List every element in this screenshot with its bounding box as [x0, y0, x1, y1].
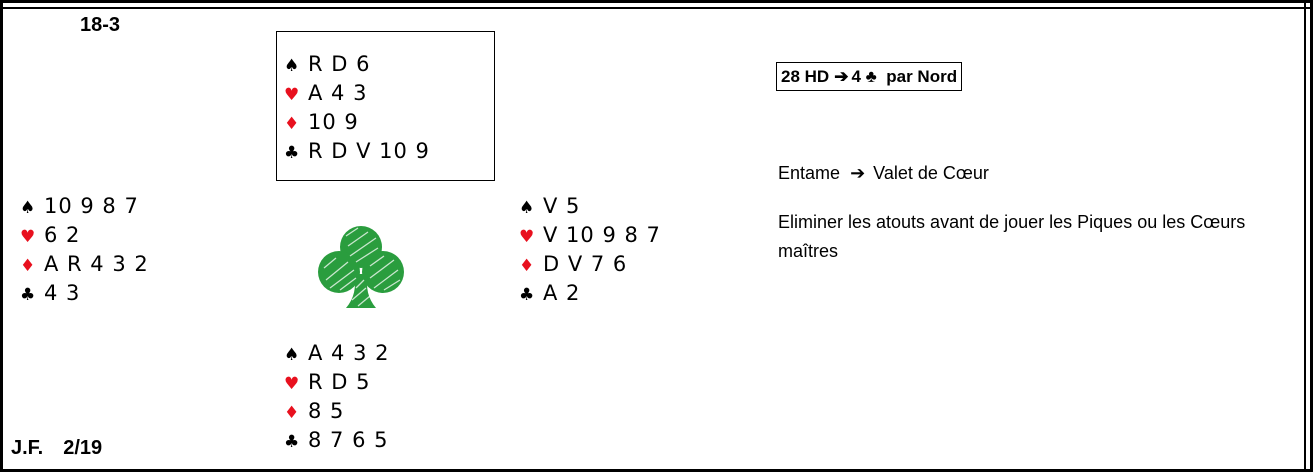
east-spades-row: ♠ V 5 [519, 192, 661, 221]
north-clubs: R D V 10 9 [308, 139, 430, 163]
contract-declarer: par Nord [886, 67, 958, 86]
east-diamonds-row: ♦ D V 7 6 [519, 250, 661, 279]
play-advice: Eliminer les atouts avant de jouer les P… [778, 212, 1246, 261]
heart-icon: ♥ [284, 85, 301, 105]
south-diamonds-row: ♦ 8 5 [284, 397, 389, 426]
west-spades-row: ♠ 10 9 8 7 [20, 192, 149, 221]
diamond-icon: ♦ [284, 114, 301, 134]
club-logo [318, 226, 404, 308]
south-hearts-row: ♥ R D 5 [284, 368, 389, 397]
north-spades: R D 6 [308, 52, 371, 76]
south-clubs: 8 7 6 5 [308, 428, 389, 452]
heart-icon: ♥ [20, 227, 37, 247]
south-diamonds: 8 5 [308, 399, 345, 423]
diamond-icon: ♦ [284, 403, 301, 423]
east-hearts: V 10 9 8 7 [543, 223, 661, 247]
frame-right-rule [1304, 0, 1306, 472]
arrow-right-icon: ➔ [834, 67, 849, 86]
west-clubs: 4 3 [44, 281, 81, 305]
east-spades: V 5 [543, 194, 581, 218]
west-hand: ♠ 10 9 8 7 ♥ 6 2 ♦ A R 4 3 2 ♣ 4 3 [20, 192, 149, 308]
spade-icon: ♠ [519, 198, 536, 218]
contract-level: 4 [851, 67, 861, 86]
west-spades: 10 9 8 7 [44, 194, 139, 218]
contract-points: 28 HD [781, 67, 830, 86]
south-spades: A 4 3 2 [308, 341, 390, 365]
club-icon: ♣ [284, 143, 301, 163]
east-hearts-row: ♥ V 10 9 8 7 [519, 221, 661, 250]
north-diamonds: 10 9 [308, 110, 359, 134]
author-initials: J.F. [11, 437, 44, 459]
south-spades-row: ♠ A 4 3 2 [284, 339, 389, 368]
arrow-right-icon: ➔ [850, 163, 866, 183]
west-diamonds-row: ♦ A R 4 3 2 [20, 250, 149, 279]
author-footer: J.F. 2/19 [11, 437, 102, 460]
west-hearts: 6 2 [44, 223, 81, 247]
club-icon: ♣ [519, 285, 536, 305]
spade-icon: ♠ [284, 56, 301, 76]
north-hand-box [276, 31, 495, 181]
west-hearts-row: ♥ 6 2 [20, 221, 149, 250]
north-hearts-row: ♥ A 4 3 [284, 79, 430, 108]
author-date: 2/19 [63, 437, 103, 459]
frame-top-rule [0, 7, 1313, 9]
north-clubs-row: ♣ R D V 10 9 [284, 137, 430, 166]
east-hand: ♠ V 5 ♥ V 10 9 8 7 ♦ D V 7 6 ♣ A 2 [519, 192, 661, 308]
north-hearts: A 4 3 [308, 81, 368, 105]
west-clubs-row: ♣ 4 3 [20, 279, 149, 308]
east-clubs: A 2 [543, 281, 581, 305]
club-icon: ♣ [284, 432, 301, 452]
opening-lead: Entame ➔ Valet de Cœur [778, 163, 989, 184]
diamond-icon: ♦ [20, 256, 37, 276]
club-icon: ♣ [865, 67, 877, 86]
spade-icon: ♠ [284, 345, 301, 365]
club-icon: ♣ [20, 285, 37, 305]
west-diamonds: A R 4 3 2 [44, 252, 149, 276]
south-clubs-row: ♣ 8 7 6 5 [284, 426, 389, 455]
contract-box: 28 HD➔4 ♣ par Nord [776, 62, 963, 91]
lead-card: Valet de Cœur [873, 163, 989, 183]
east-clubs-row: ♣ A 2 [519, 279, 661, 308]
east-diamonds: D V 7 6 [543, 252, 628, 276]
club-logo-shape [318, 226, 404, 308]
club-logo-texture [323, 227, 401, 307]
south-hearts: R D 5 [308, 370, 371, 394]
spade-icon: ♠ [20, 198, 37, 218]
north-diamonds-row: ♦ 10 9 [284, 108, 430, 137]
south-hand: ♠ A 4 3 2 ♥ R D 5 ♦ 8 5 ♣ 8 7 6 5 [284, 339, 389, 455]
lead-label: Entame [778, 163, 841, 183]
diamond-icon: ♦ [519, 256, 536, 276]
north-hand: ♠ R D 6 ♥ A 4 3 ♦ 10 9 ♣ R D V 10 9 [284, 50, 430, 166]
deal-number: 18-3 [80, 14, 121, 36]
heart-icon: ♥ [284, 374, 301, 394]
heart-icon: ♥ [519, 227, 536, 247]
north-spades-row: ♠ R D 6 [284, 50, 430, 79]
